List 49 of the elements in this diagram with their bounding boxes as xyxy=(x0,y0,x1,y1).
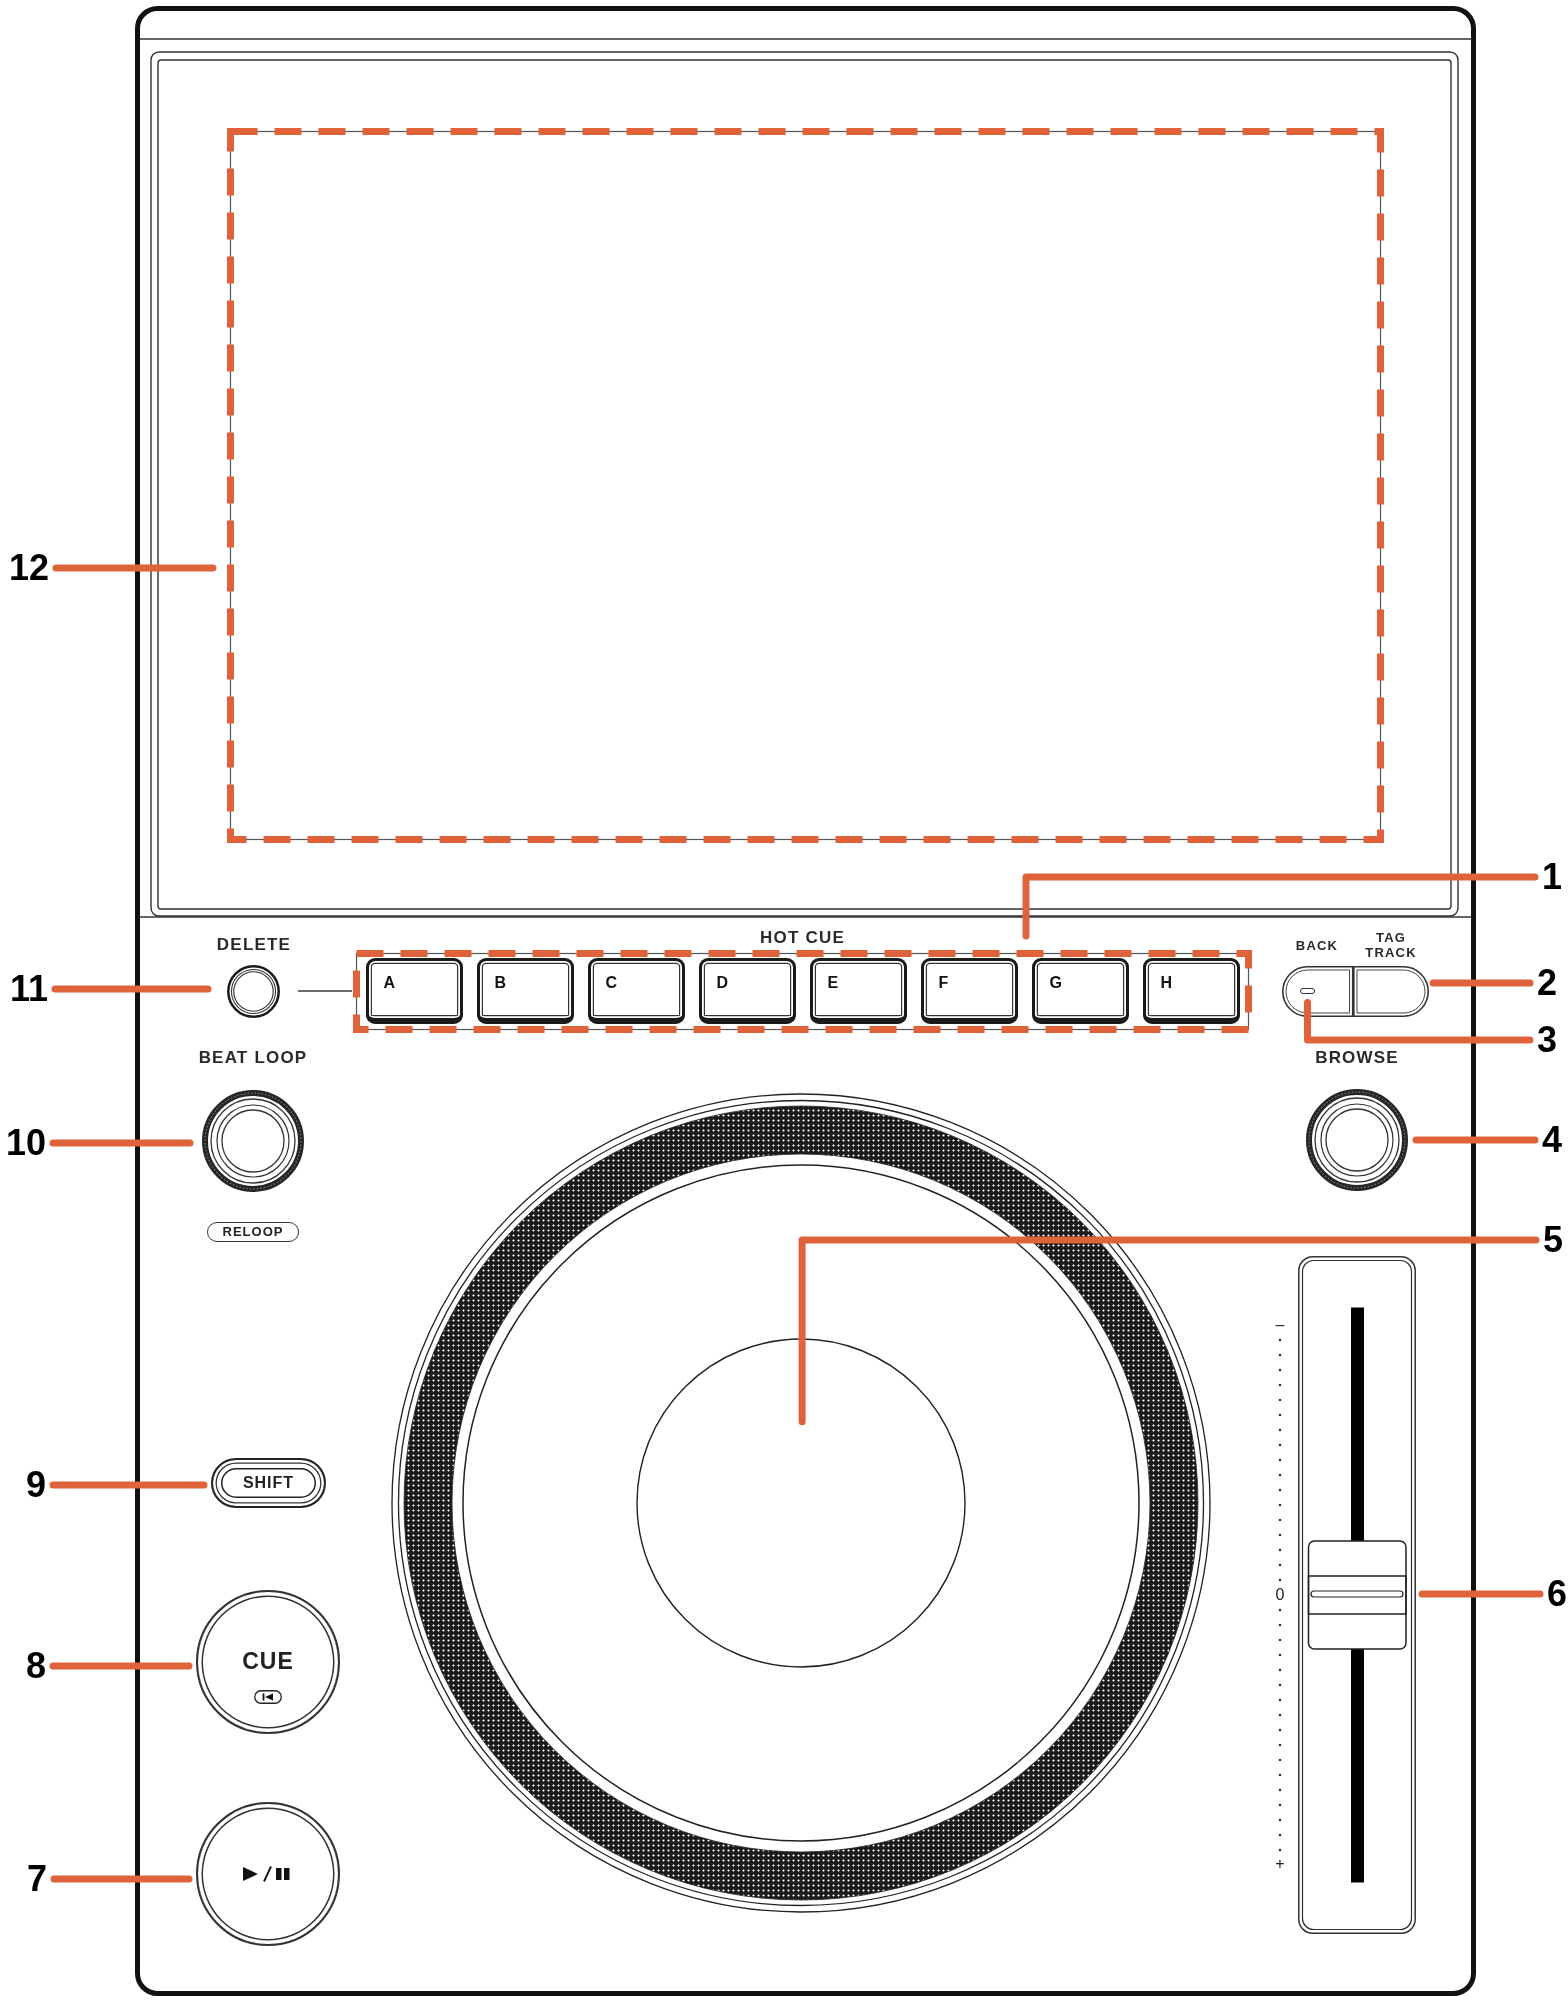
hot-cue-pad: C xyxy=(588,958,685,1024)
control-label: BACK xyxy=(1295,938,1339,954)
label-badge: RELOOP xyxy=(207,1222,299,1242)
leader-line xyxy=(1022,873,1539,940)
control-label: BROWSE xyxy=(1315,1048,1399,1068)
callout-number: 9 xyxy=(25,1467,46,1503)
control-label: BEAT LOOP xyxy=(198,1048,308,1068)
leader-line xyxy=(52,564,217,572)
callout-number: 10 xyxy=(5,1125,46,1161)
leader-line xyxy=(1418,1590,1544,1598)
callout-number: 12 xyxy=(8,550,49,586)
callout-number: 8 xyxy=(25,1648,46,1684)
leader-line xyxy=(50,1875,193,1883)
control-label: TAG TRACK xyxy=(1365,931,1417,960)
hot-cue-pad: A xyxy=(366,958,463,1024)
callout-number: 7 xyxy=(26,1861,47,1897)
scale-label: + xyxy=(1275,1855,1285,1873)
scale-label: – xyxy=(1275,1316,1285,1334)
leader-line xyxy=(51,985,212,993)
control-label: HOT CUE xyxy=(760,928,845,948)
leader-line xyxy=(798,1236,1540,1426)
callout-number: 4 xyxy=(1542,1122,1563,1158)
dashed-highlight-frame xyxy=(227,128,1384,843)
leader-line xyxy=(49,1662,193,1670)
tempo-slider xyxy=(1298,1256,1416,1934)
leader-line xyxy=(49,1481,208,1489)
callout-number: 2 xyxy=(1537,965,1558,1001)
leader-line xyxy=(1412,1136,1539,1144)
hot-cue-pad: D xyxy=(699,958,796,1024)
callout-number: 6 xyxy=(1547,1576,1568,1612)
pill-button: SHIFT xyxy=(211,1458,326,1508)
callout-number: 3 xyxy=(1537,1022,1558,1058)
round-button: CUE xyxy=(196,1589,340,1734)
indicator-lamp xyxy=(1300,987,1315,994)
leader-line xyxy=(1304,999,1534,1044)
scale-label: 0 xyxy=(1275,1586,1285,1604)
leader-line xyxy=(49,1139,194,1147)
control-label: DELETE xyxy=(216,935,292,955)
callout-number: 5 xyxy=(1543,1222,1564,1258)
hot-cue-pad: H xyxy=(1143,958,1240,1024)
callout-number: 1 xyxy=(1542,859,1563,895)
callout-number: 11 xyxy=(9,971,48,1007)
hot-cue-pad: G xyxy=(1032,958,1129,1024)
hot-cue-pad: B xyxy=(477,958,574,1024)
leader-line xyxy=(1429,979,1534,987)
hot-cue-pad: F xyxy=(921,958,1018,1024)
connector-line xyxy=(297,990,353,992)
hot-cue-pad: E xyxy=(810,958,907,1024)
jog-wheel xyxy=(390,1093,1211,1913)
